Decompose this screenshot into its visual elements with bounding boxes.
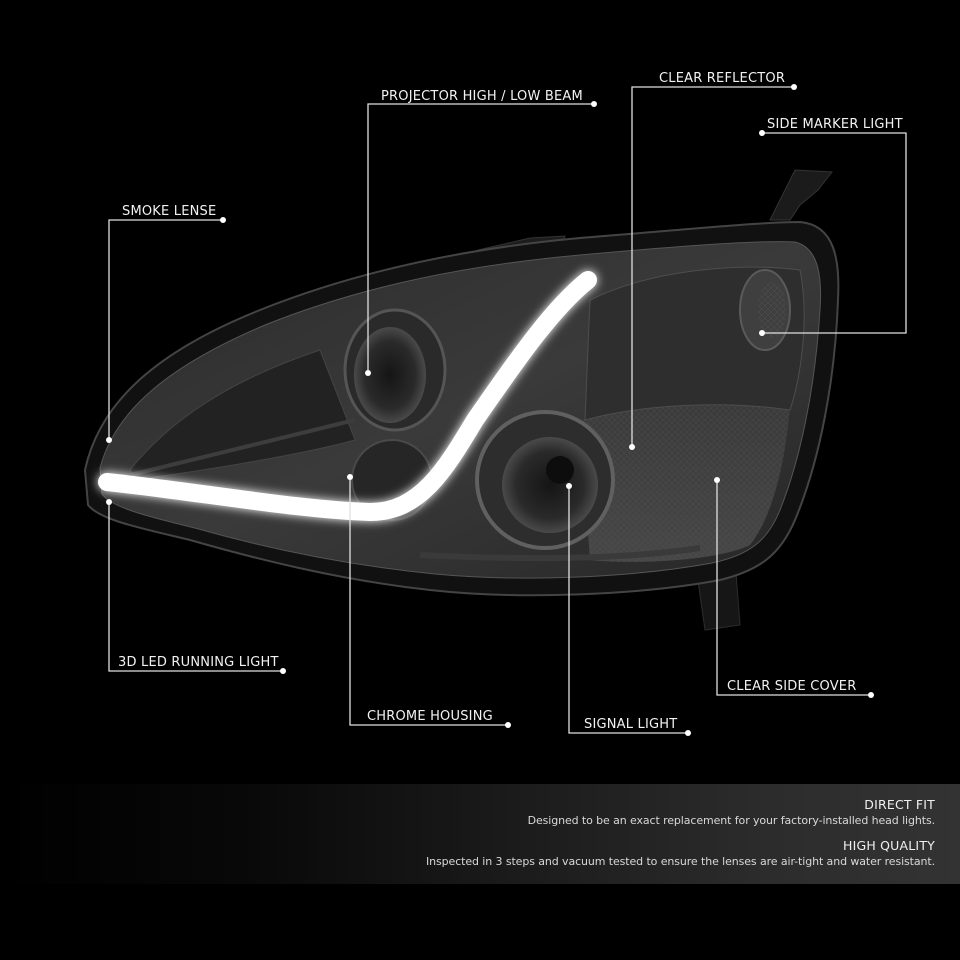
feature-title: HIGH QUALITY [842, 838, 935, 853]
feature-title: DIRECT FIT [864, 797, 935, 812]
feature-direct-fit: DIRECT FIT Designed to be an exact repla… [527, 797, 936, 827]
callout-projector-beam: PROJECTOR HIGH / LOW BEAM [381, 89, 583, 104]
callout-clear-side-cover: CLEAR SIDE COVER [727, 679, 857, 694]
callout-signal-light: SIGNAL LIGHT [584, 717, 678, 732]
callout-lines [108, 86, 907, 734]
feature-description: Designed to be an exact replacement for … [527, 814, 936, 827]
callout-side-marker-light: SIDE MARKER LIGHT [767, 117, 903, 132]
feature-high-quality: HIGH QUALITY Inspected in 3 steps and va… [426, 838, 935, 868]
chrome-housing-area [129, 349, 356, 481]
feature-description: Inspected in 3 steps and vacuum tested t… [426, 855, 935, 868]
callout-3d-led-running-light: 3D LED RUNNING LIGHT [118, 655, 279, 670]
signal-light-assembly [475, 410, 615, 550]
callout-smoke-lense: SMOKE LENSE [122, 204, 217, 219]
callout-clear-reflector: CLEAR REFLECTOR [659, 71, 786, 86]
callout-chrome-housing: CHROME HOUSING [367, 709, 493, 724]
feature-info-panel: DIRECT FIT Designed to be an exact repla… [0, 784, 960, 884]
callout-dots [106, 84, 874, 736]
